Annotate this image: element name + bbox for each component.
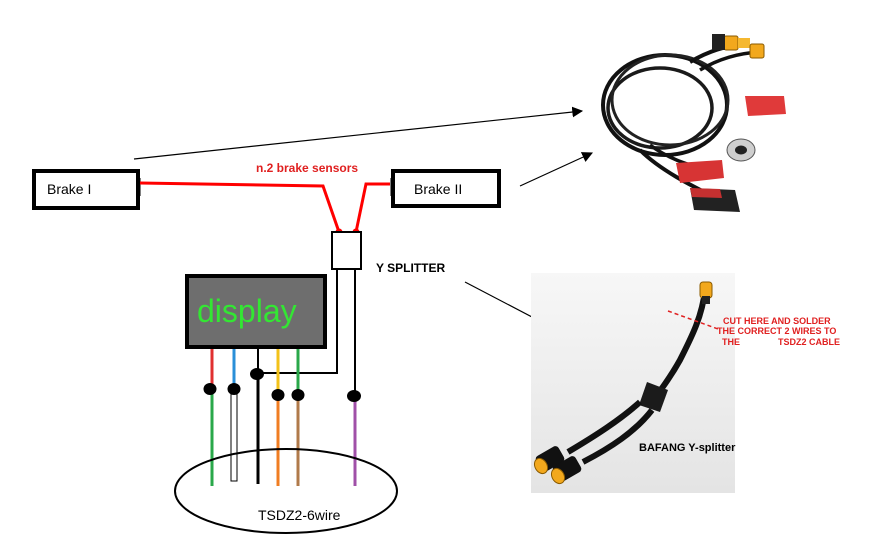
brake-sensors-label: n.2 brake sensors	[256, 161, 358, 175]
solder-dot-6	[347, 390, 361, 402]
cut-note-line-3a: THE	[722, 337, 740, 347]
display-label: display	[197, 293, 297, 329]
brake-2-wire	[354, 182, 390, 233]
y-splitter-box	[331, 231, 362, 270]
cut-note-line-2: THE CORRECT 2 WIRES TO	[717, 326, 836, 336]
brake-2-box	[391, 169, 501, 208]
brake-sensor-cable-photo	[601, 34, 786, 212]
wire-white-bottom	[230, 388, 238, 482]
y-splitter-cable-photo	[531, 273, 735, 493]
solder-dot-4	[271, 389, 285, 401]
brake-1-label: Brake I	[47, 181, 91, 197]
solder-dot-2	[227, 383, 241, 395]
arrow-brake1-to-photo	[133, 106, 584, 160]
solder-dot-3	[250, 368, 264, 380]
solder-dot-1	[203, 383, 217, 395]
bafang-splitter-label: BAFANG Y-splitter	[639, 442, 736, 454]
brake-1-box	[32, 169, 140, 210]
y-splitter-label: Y SPLITTER	[376, 261, 445, 275]
solder-dot-5	[291, 389, 305, 401]
tsdz2-label: TSDZ2-6wire	[258, 507, 341, 523]
splitter-wire-left	[258, 269, 338, 374]
cut-note-line-3b: TSDZ2 CABLE	[778, 337, 840, 347]
cut-note-line-1: CUT HERE AND SOLDER	[723, 316, 831, 326]
arrow-brake2-to-photo	[519, 152, 593, 187]
tsdz2-connector	[174, 448, 398, 534]
brake-2-label: Brake II	[414, 181, 462, 197]
brake-1-wire	[139, 181, 341, 233]
display-box	[185, 274, 327, 349]
